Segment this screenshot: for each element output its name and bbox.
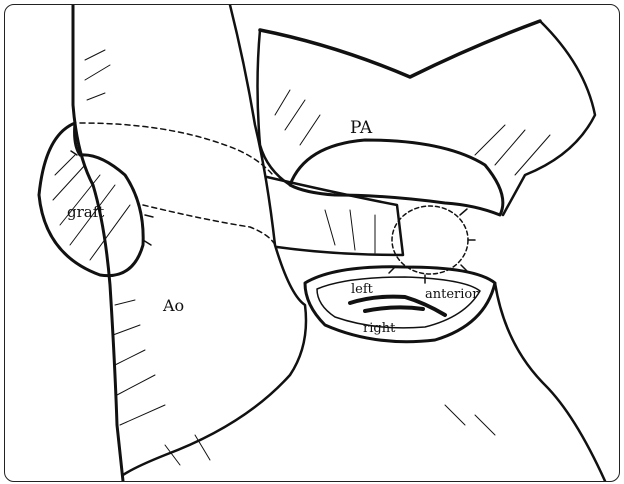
label-right: right (363, 321, 396, 336)
illustration-frame: PA graft Ao left anterior right (4, 4, 620, 482)
pa-right-edge (503, 21, 595, 215)
graft-route-upper (80, 123, 273, 175)
graft-patch (39, 123, 143, 276)
pa-outline (260, 21, 540, 77)
label-graft: graft (67, 203, 104, 221)
label-left: left (351, 282, 374, 297)
label-pa: PA (350, 118, 373, 138)
label-anterior: anterior (425, 287, 479, 302)
aorta-outline (73, 5, 123, 481)
surgical-diagram: PA graft Ao left anterior right (5, 5, 619, 481)
label-ao: Ao (162, 296, 184, 315)
aortic-root-opening (305, 267, 495, 342)
hatching (53, 50, 550, 465)
root-wall (495, 283, 605, 481)
anastomosis-ring (392, 206, 468, 274)
graft-route-lower (143, 205, 275, 245)
aortic-root-inner (317, 277, 480, 328)
aorta-right-edge (123, 5, 306, 475)
